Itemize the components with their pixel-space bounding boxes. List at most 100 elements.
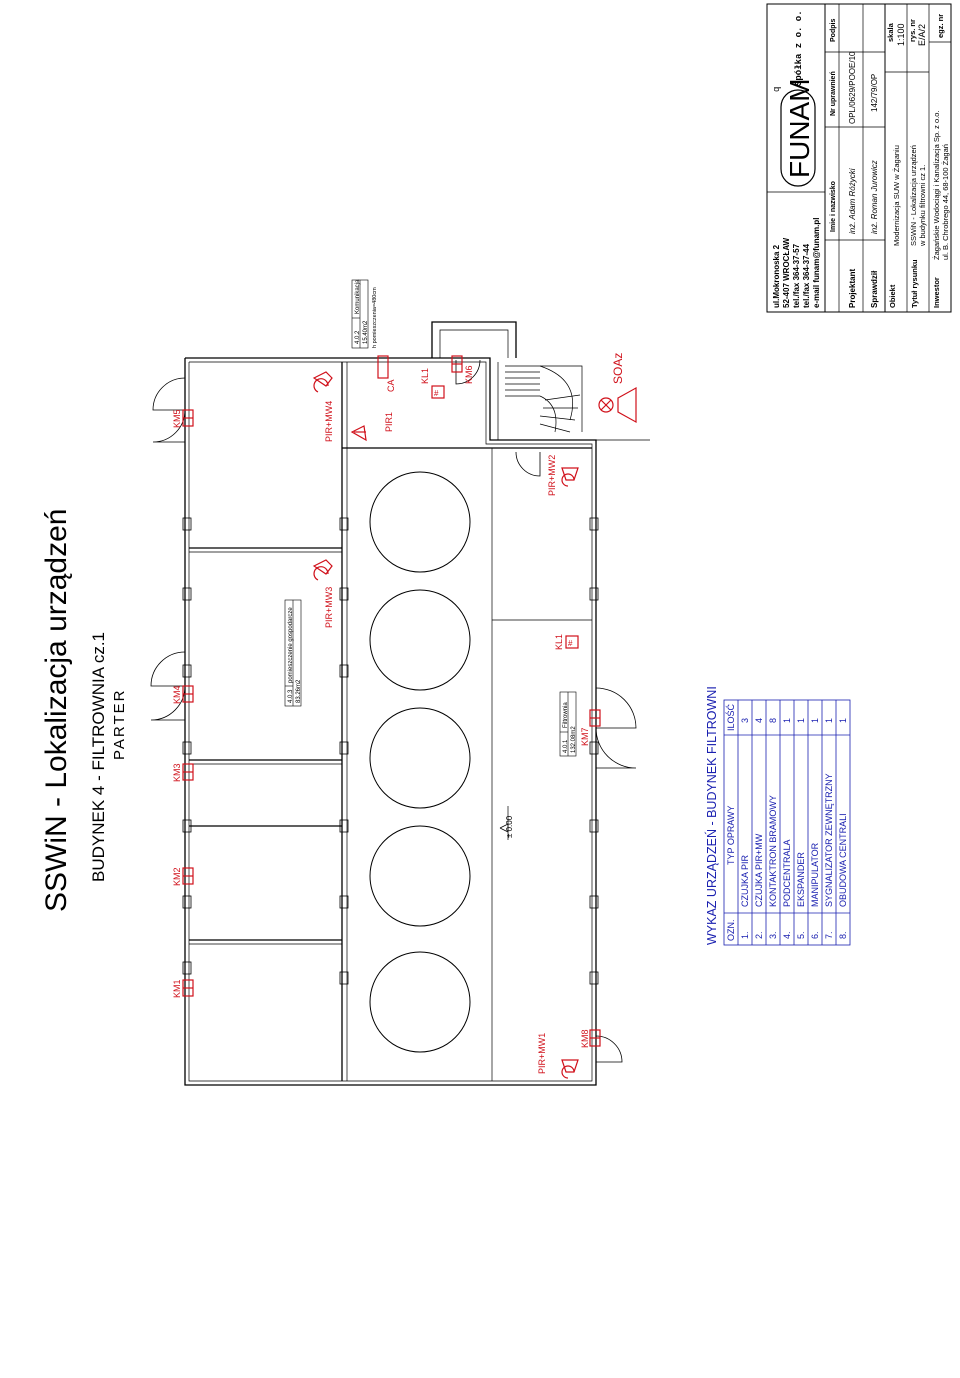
keypad-kl1-a: # KL1 (420, 368, 445, 399)
logo-text: FUNAM (784, 78, 815, 178)
door-swing (595, 687, 637, 729)
contactron-km8: KM8 (580, 1029, 601, 1048)
checker-permit: 142/79/OP (870, 74, 879, 112)
pir-mw-detector-1: PIR+MW1 (537, 1033, 579, 1079)
room-id: 4.0.1 (563, 739, 569, 753)
door-swing (595, 1035, 623, 1063)
device-legend: WYKAZ URZĄDZEŃ - BUDYNEK FILTROWNI OZN. … (704, 686, 851, 946)
copy-no-label: egz. nr (936, 14, 945, 38)
legend-row-type: MANIPULATOR (810, 842, 820, 907)
pir-detector-1: PIR1 (350, 412, 394, 442)
room-label-4-0-3: 4.0.3 pomieszczenie gospodarcze 83.26m2 (284, 599, 302, 707)
door-swing (150, 685, 186, 721)
room-area: 83.26m2 (296, 679, 302, 703)
device-label: PIR+MW1 (537, 1033, 547, 1074)
staircase (505, 365, 583, 433)
filter-tank (369, 471, 471, 573)
object-label: Obiekt (888, 284, 897, 308)
building-walls (184, 321, 650, 1086)
company-address-line: tel./fax 364-37-44 (802, 243, 811, 308)
central-enclosure: CA (377, 355, 396, 392)
drawing-title-line2: w budynku filtrowni cz 1. (918, 165, 927, 247)
logo-mark: q (772, 87, 782, 92)
legend-row-qty: 1 (824, 718, 834, 723)
level-value: ± 0.00 (505, 815, 514, 838)
room-label-4-0-1: 4.0.1 Filtrownia 132.08m2 (559, 691, 577, 757)
level-mark: ± 0.00 (499, 806, 514, 840)
company-address-line: ul.Mokronoska 2 (772, 244, 781, 308)
legend-row-qty: 3 (740, 718, 750, 723)
room-id: 4.0.3 (288, 689, 294, 703)
title-block: ul.Mokronoska 2 52-407 WROCŁAW tel./fax … (766, 3, 952, 313)
room-label-4-0-2: 4.0.2 Komunikacja 15.40m2 h pomieszczeni… (351, 279, 378, 349)
legend-row-qty: 4 (754, 718, 764, 723)
device-label: KL1 (554, 634, 564, 650)
legend-header-type: TYP OPRAWY (726, 805, 736, 865)
investor-line1: Żagańskie Wodociągi i Kanalizacja Sp. z … (932, 110, 941, 260)
scale-label: skala (886, 22, 895, 42)
device-label: PIR+MW3 (324, 587, 334, 628)
filter-tank (369, 951, 471, 1053)
legend-row-type: EKSPANDER (796, 852, 806, 907)
device-label: KM1 (172, 979, 182, 998)
device-label: KM6 (464, 365, 474, 384)
device-label: KM2 (172, 867, 182, 886)
company-email: e-mail funam@funam.pl (812, 218, 821, 308)
device-label: SOAz (611, 353, 625, 384)
contactron-km4: KM4 (172, 685, 194, 704)
designer-permit: OPL/0629/POOE/10 (848, 51, 857, 124)
contactron-km1: KM1 (172, 979, 194, 998)
legend-row-no: 2. (754, 931, 764, 939)
contactron-km5: KM5 (172, 409, 194, 428)
device-label: KM4 (172, 685, 182, 704)
pir-mw-detector-2: PIR+MW2 (547, 455, 579, 496)
col-sign-header: Podpis (830, 19, 837, 42)
drawing-no: E/A/2 (917, 24, 927, 46)
drawing-no-label: rys. nr (908, 19, 917, 42)
checker-name: inż. Roman Jurowicz (870, 160, 879, 234)
legend-row-no: 4. (782, 931, 792, 939)
device-label: KM3 (172, 763, 182, 782)
hash-icon: # (568, 639, 573, 648)
device-label: KM7 (580, 727, 590, 746)
designer-label: Projektant (848, 269, 857, 308)
col-permit-header: Nr uprawnień (830, 71, 837, 116)
legend-row-type: KONTAKTRON BRAMOWY (768, 795, 778, 907)
legend-row-qty: 1 (796, 718, 806, 723)
filter-tank (369, 589, 471, 691)
sheet-subtitle: BUDYNEK 4 - FILTROWNIA cz.1 (89, 632, 108, 882)
filter-tank (369, 707, 471, 809)
company-suffix: Spółka z o. o. (794, 10, 804, 86)
legend-row-no: 3. (768, 931, 778, 939)
door-swing (150, 651, 186, 687)
legend-row-qty: 1 (782, 718, 792, 723)
legend-row-type: OBUDOWA CENTRALI (838, 813, 848, 907)
investor-label: Inwestor (932, 277, 941, 308)
filter-tank (369, 825, 471, 927)
sheet-header: SSWiN - Lokalizacja urządzeń BUDYNEK 4 -… (40, 509, 128, 913)
device-label: KL1 (420, 368, 430, 384)
legend-row-qty: 8 (768, 718, 778, 723)
legend-row-no: 5. (796, 931, 806, 939)
external-siren: SOAz (598, 353, 637, 424)
object-name: Modernizacja SUW w Żaganiu (892, 145, 901, 246)
room-name: Komunikacja (355, 279, 361, 314)
device-label: PIR1 (384, 412, 394, 432)
legend-row-type: CZUJKA PIR (740, 854, 750, 907)
designer-name: inż. Adam Różycki (848, 168, 857, 234)
filter-tanks (369, 471, 471, 1053)
door-swing (515, 451, 541, 477)
device-label: PIR+MW4 (324, 401, 334, 442)
device-label: KM5 (172, 409, 182, 428)
contactron-km3: KM3 (172, 763, 194, 782)
room-note: h pomieszczenia=480cm (372, 287, 378, 348)
sheet-title: SSWiN - Lokalizacja urządzeń (40, 509, 73, 913)
company-address-line: 52-407 WROCŁAW (782, 237, 791, 308)
door-swing (455, 359, 481, 385)
legend-row-type: SYGNALIZATOR ZEWNĘTRZNY (824, 773, 834, 907)
hash-icon: # (434, 389, 439, 398)
room-area: 132.08m2 (571, 726, 577, 753)
drawing-title-label: Tytuł rysunku (910, 259, 919, 308)
